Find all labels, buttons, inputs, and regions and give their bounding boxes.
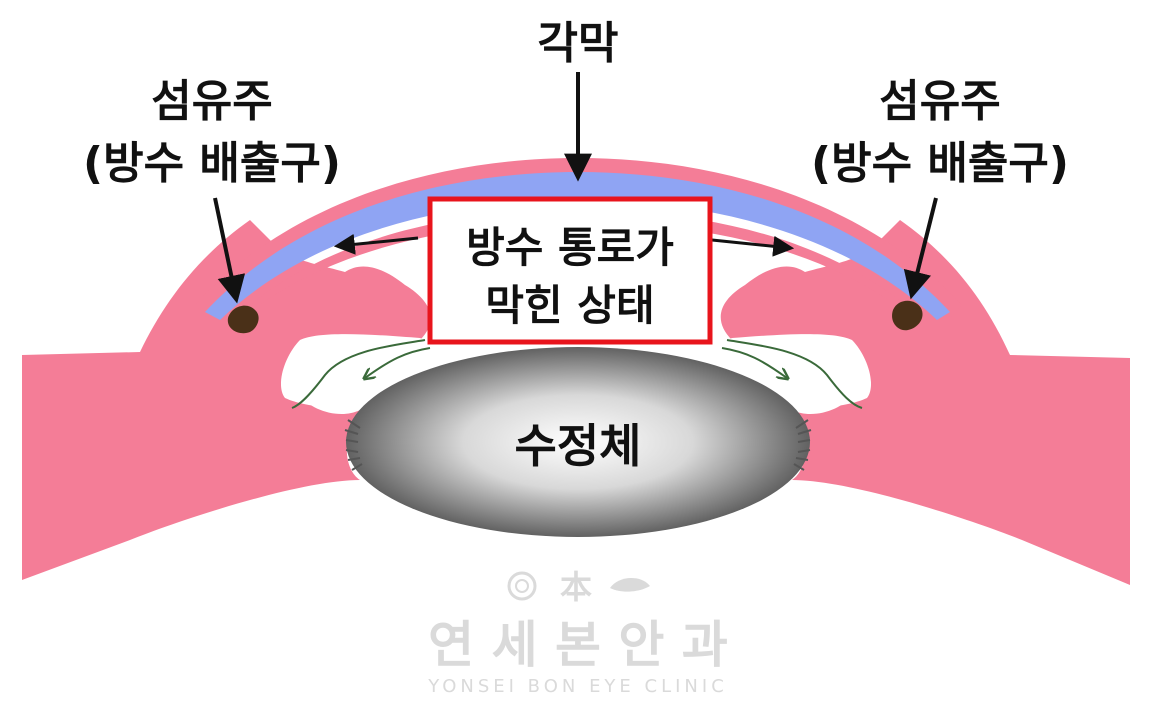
blocked-label-line2: 막힌 상태 — [485, 281, 654, 330]
cornea-label: 각막 — [538, 18, 619, 69]
left-meshwork-blob — [227, 305, 259, 334]
left-meshwork-arrow — [213, 197, 246, 304]
lens-body — [346, 347, 810, 537]
eye-tissue — [22, 220, 1130, 585]
right-meshwork-arrow — [903, 197, 938, 300]
right-flow-arrow-2 — [721, 347, 787, 378]
blocked-box — [427, 196, 713, 345]
meshwork — [227, 300, 923, 334]
left-meshwork-label-2: (방수 배출구) — [83, 138, 341, 189]
seal-icon — [507, 571, 537, 601]
labels: 각막 섬유주 (방수 배출구) 섬유주 (방수 배출구) — [83, 18, 1069, 189]
right-blocked-arrow — [711, 235, 795, 257]
right-gap — [713, 334, 872, 408]
right-meshwork-label-2: (방수 배출구) — [811, 138, 1069, 189]
right-meshwork-blob — [892, 300, 923, 331]
cornea-inner — [235, 210, 920, 318]
left-gap — [280, 334, 439, 408]
left-sclera — [22, 220, 431, 580]
right-meshwork-label-1: 섬유주 — [879, 76, 1000, 127]
left-flow-arrow-2 — [365, 347, 431, 378]
clinic-watermark: 本 연 세 본 안 과 YONSEI BON EYE CLINIC — [427, 568, 728, 697]
eye-logo-icon — [610, 577, 650, 592]
right-sclera — [720, 220, 1130, 585]
seal-icon-inner — [515, 579, 529, 593]
aqueous-gaps — [280, 334, 872, 408]
cornea-outer — [195, 158, 962, 318]
left-flow-arrow — [291, 339, 426, 409]
blocked-label-line1: 방수 통로가 — [466, 223, 674, 272]
watermark-name-en: YONSEI BON EYE CLINIC — [427, 676, 728, 697]
right-flow-arrow — [726, 339, 863, 409]
left-zonules — [344, 419, 363, 471]
left-blocked-arrow — [333, 233, 419, 255]
cornea-dome — [195, 158, 962, 320]
lens-label: 수정체 — [515, 419, 642, 473]
aqueous-flow — [291, 339, 863, 409]
pointer-arrows — [213, 72, 938, 304]
blocked-callout: 방수 통로가 막힌 상태 — [427, 196, 713, 345]
right-zonules — [793, 419, 812, 471]
watermark-seal-char: 本 — [560, 568, 592, 606]
cornea-blue — [205, 172, 950, 320]
watermark-name-ko: 연 세 본 안 과 — [428, 615, 728, 674]
lens: 수정체 — [344, 347, 812, 537]
left-meshwork-label-1: 섬유주 — [151, 76, 272, 127]
